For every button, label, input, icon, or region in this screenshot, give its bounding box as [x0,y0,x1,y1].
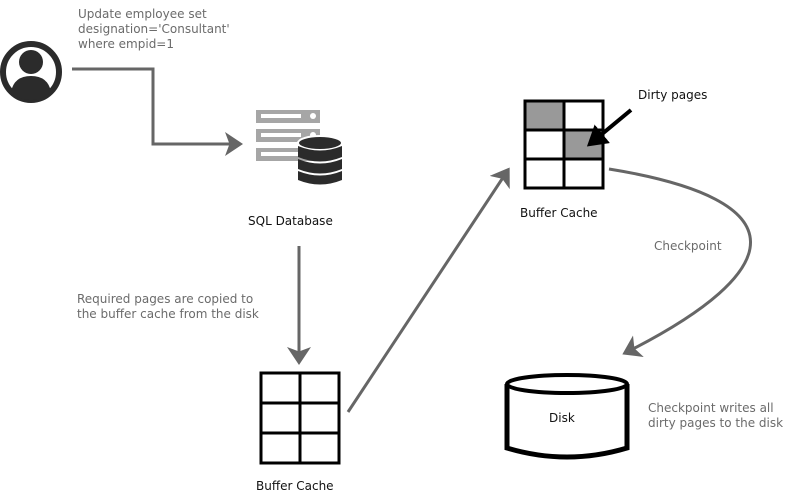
database-server-icon [256,110,343,185]
disk-label: Disk [549,411,575,425]
dirty-page-cell [523,99,566,132]
page-cell [298,371,341,405]
page-cell [562,157,605,190]
page-cell [523,157,566,190]
checkpoint-note-line-1: Checkpoint writes all [648,401,774,415]
query-line-1: Update employee set [78,7,207,21]
checkpoint-note: Checkpoint writes all dirty pages to the… [648,401,783,431]
copy-note: Required pages are copied to the buffer … [77,292,259,322]
checkpoint-arrow [608,167,752,357]
sql-database-label: SQL Database [248,214,333,228]
query-arrow [72,67,243,156]
dirty-pages-label: Dirty pages [638,88,708,102]
page-cell [259,431,302,465]
disk-cylinder-icon [504,373,630,460]
query-line-3: where empid=1 [78,37,174,51]
dirty-page-cell [562,128,605,161]
query-text: Update employee set designation='Consult… [78,7,230,52]
user-icon [0,41,62,103]
dirty-pages-arrow [586,108,633,147]
buffer-cache-top-label: Buffer Cache [520,206,598,220]
copy-note-line-1: Required pages are copied to [77,292,254,306]
page-cell [298,401,341,435]
checkpoint-label: Checkpoint [654,239,722,253]
buffer-cache-bottom-grid [259,371,341,465]
checkpoint-note-line-2: dirty pages to the disk [648,416,784,430]
page-cell [523,128,566,161]
page-cell [259,371,302,405]
page-cell [259,401,302,435]
page-cell [298,431,341,465]
copy-note-line-2: the buffer cache from the disk [77,307,259,321]
query-line-2: designation='Consultant' [78,22,230,36]
buffer-cache-bottom-label: Buffer Cache [256,479,334,493]
page-cell [562,99,605,132]
load-arrow [346,167,510,413]
